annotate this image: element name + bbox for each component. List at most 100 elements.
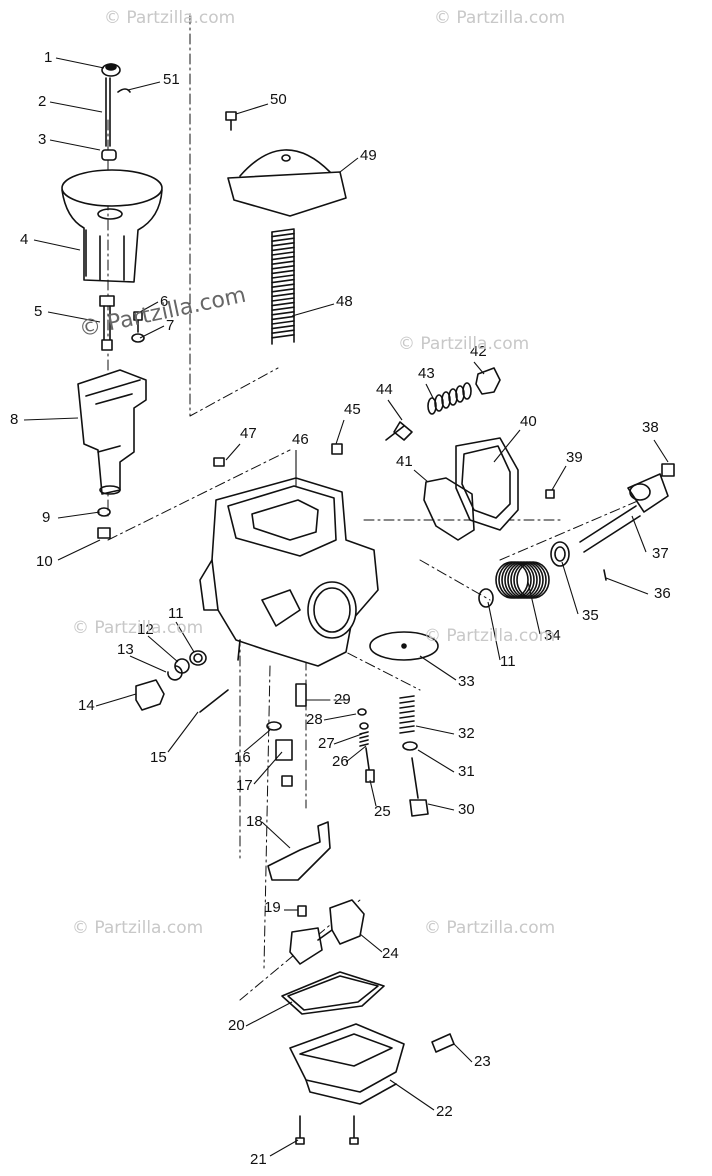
leader-line-p24	[359, 933, 383, 953]
leader-line-p37	[631, 515, 647, 553]
callout-cover: 40	[520, 413, 537, 430]
callout-jet-needle: 5	[34, 303, 42, 320]
leader-line-p48	[291, 303, 335, 317]
leader-line-p30	[427, 803, 455, 811]
leader-line-p39	[551, 465, 567, 491]
callout-screws: 21	[250, 1151, 267, 1168]
callout-gasket: 20	[228, 1017, 245, 1034]
top-cover-part	[227, 149, 347, 217]
leader-line-p35	[561, 561, 579, 615]
jet-29-part	[295, 683, 307, 707]
callout-throttle-shaft: 37	[652, 545, 669, 562]
callout-screw: 39	[566, 449, 583, 466]
pilot-screw-part	[365, 747, 375, 783]
callout-cap: 42	[470, 343, 487, 360]
leader-line-p2	[49, 101, 103, 113]
screw-19-part	[297, 905, 307, 917]
callout-throttle-valve: 8	[10, 411, 18, 428]
callout-spring: 32	[458, 725, 475, 742]
leader-line-p36	[605, 577, 649, 595]
leader-line-p14	[95, 693, 137, 707]
callout-jet: 17	[236, 777, 253, 794]
callout-o-ring: 11	[500, 653, 516, 670]
cap-42-part	[475, 367, 501, 395]
leader-line-p51	[127, 81, 161, 91]
leader-line-p4	[33, 239, 81, 251]
screw-47-part	[213, 457, 225, 467]
callout-screw: 47	[240, 425, 257, 442]
nut-38-part	[661, 463, 675, 477]
screws-21-part	[295, 1115, 359, 1145]
leader-line-p1	[55, 57, 105, 69]
float-bowl-part	[289, 1023, 405, 1105]
callout-clip: 51	[163, 71, 180, 88]
screw-part	[133, 311, 143, 333]
spring-34-part	[495, 561, 550, 599]
callout-float-bowl: 22	[436, 1103, 453, 1120]
callout-diaphragm: 4	[20, 231, 28, 248]
leader-line-p13	[129, 655, 167, 673]
drain-screw-part	[431, 1033, 455, 1053]
leader-line-p32	[415, 725, 455, 735]
callout-washer: 31	[458, 763, 475, 780]
washer-27-part	[359, 722, 369, 730]
leader-line-p41	[413, 469, 429, 483]
leader-line-p6	[139, 301, 159, 313]
callout-screw: 6	[160, 293, 168, 310]
exploded-carburetor-drawing	[61, 13, 675, 1145]
callout-washer: 27	[318, 735, 335, 752]
callout-carburetor-body: 46	[292, 431, 309, 448]
leader-line-p8	[23, 417, 79, 421]
callout-idle-screw: 30	[458, 801, 475, 818]
leader-line-p49	[339, 157, 359, 173]
callout-o-ring: 28	[306, 711, 323, 728]
cap-part	[101, 63, 121, 77]
leader-line-p7	[139, 325, 165, 339]
plate-33-part	[369, 631, 439, 661]
watermark: © Partzilla.com	[72, 918, 204, 938]
callout-jet: 29	[334, 691, 351, 708]
o-ring-11-part	[189, 650, 207, 666]
diaphragm-part	[61, 169, 163, 283]
callout-washer: 12	[137, 621, 154, 638]
washer-31-part	[402, 741, 418, 751]
callout-o-ring: 16	[234, 749, 251, 766]
o-ring-16-part	[266, 721, 282, 731]
leader-line-p21	[269, 1139, 299, 1157]
callout-gasket: 41	[396, 453, 413, 470]
leader-line-p20	[245, 1001, 293, 1027]
carburetor-body-part	[199, 477, 379, 667]
leader-line-p38	[653, 439, 669, 463]
spring-48-part	[271, 228, 295, 345]
leader-line-p22	[389, 1079, 435, 1111]
cap-14-part	[135, 679, 165, 711]
screw-36-part	[603, 569, 607, 581]
jet-needle-part	[99, 295, 115, 351]
needle-part	[105, 77, 111, 147]
leader-line-p43	[425, 383, 435, 401]
leader-line-p31	[417, 749, 455, 773]
leader-line-p33	[419, 655, 457, 681]
leader-line-p12	[147, 635, 179, 663]
leader-line-p27	[333, 733, 363, 745]
leader-line-p15	[167, 711, 199, 753]
callout-drain-screw: 23	[474, 1053, 491, 1070]
leader-line-p23	[453, 1043, 473, 1063]
callout-clip: 3	[38, 131, 46, 148]
leader-line-p11a	[175, 621, 195, 653]
callout-cap: 14	[78, 697, 95, 714]
leader-line-p26	[345, 745, 367, 763]
leader-line-p16	[243, 729, 271, 753]
callout-nut: 10	[36, 553, 53, 570]
leader-line-p11b	[487, 601, 501, 661]
leader-line-p17	[253, 751, 283, 785]
callout-o-ring: 11	[168, 605, 184, 622]
callout-spring: 26	[332, 753, 349, 770]
pin-part	[199, 689, 229, 713]
leader-line-p10	[57, 539, 101, 561]
jet-17-part	[275, 739, 293, 787]
leader-line-p42	[473, 361, 485, 375]
callout-plunger: 44	[376, 381, 393, 398]
nut-45-part	[331, 443, 343, 455]
